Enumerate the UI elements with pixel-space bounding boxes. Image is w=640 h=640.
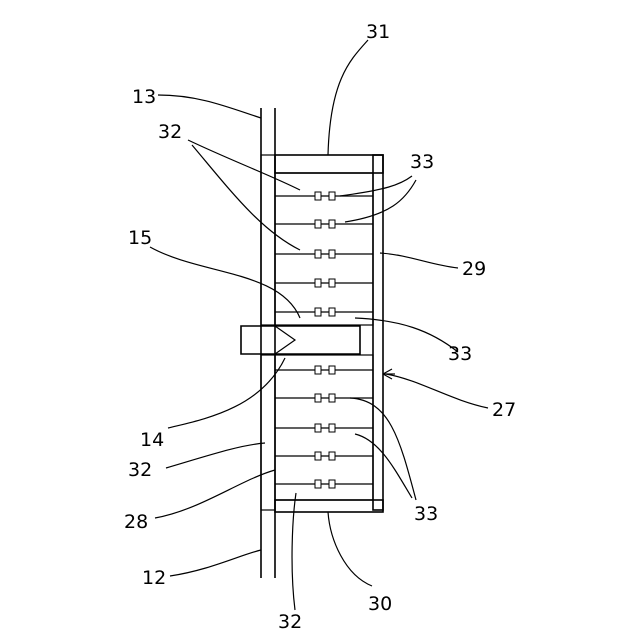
label-29: 29 (462, 258, 486, 280)
label-33-bottom: 33 (414, 503, 438, 525)
label-13: 13 (132, 86, 156, 108)
label-32-top: 32 (158, 121, 182, 143)
label-32-bottom: 32 (278, 611, 302, 633)
reference-numerals: 31 13 32 33 15 29 33 27 14 32 33 28 12 3… (124, 21, 516, 633)
label-33-mid: 33 (448, 343, 472, 365)
inner-wall-28 (261, 155, 275, 510)
anchor-bolt (241, 326, 360, 354)
label-27: 27 (492, 399, 516, 421)
label-12: 12 (142, 567, 166, 589)
label-31: 31 (366, 21, 390, 43)
lower-cell-stack (275, 355, 373, 500)
panel-wall (261, 108, 275, 578)
connector-elements (315, 192, 335, 488)
label-15: 15 (128, 227, 152, 249)
label-33-top: 33 (410, 151, 434, 173)
label-32-mid: 32 (128, 459, 152, 481)
label-14: 14 (140, 429, 164, 451)
label-30: 30 (368, 593, 392, 615)
label-28: 28 (124, 511, 148, 533)
arrow-27 (383, 369, 395, 379)
